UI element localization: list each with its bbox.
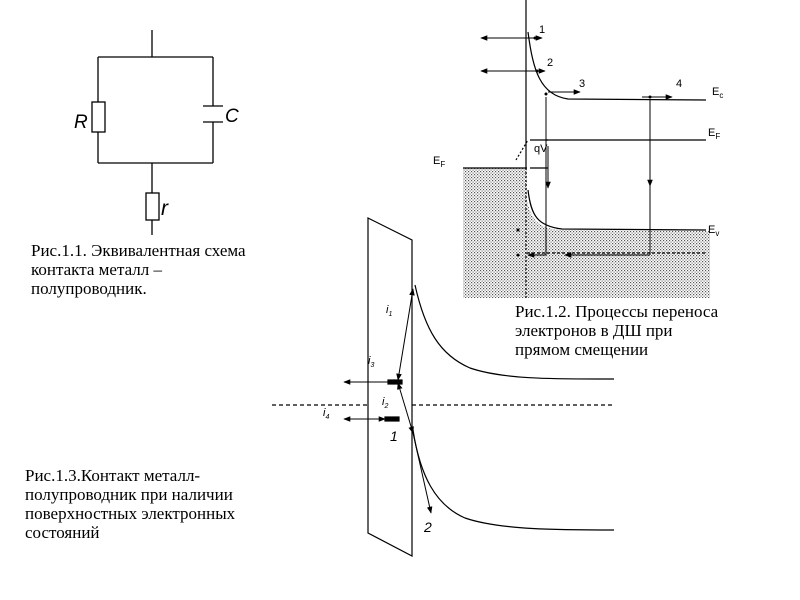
label-fig3-2: 2 — [423, 519, 432, 535]
caption-line: контакта металл – — [31, 260, 162, 279]
upper-band-curve — [414, 284, 615, 380]
metal-dotted-region — [463, 168, 527, 298]
label-i1: i1 — [386, 304, 392, 318]
valence-band-Ev — [527, 189, 707, 231]
caption-line: Рис.1.2. Процессы переноса — [515, 302, 719, 321]
marker-dot-1 — [533, 36, 537, 40]
surface-state-lower — [384, 416, 400, 422]
label-C: C — [225, 106, 239, 127]
conduction-band-Ec — [527, 31, 707, 101]
marker-dot-4 — [648, 95, 652, 99]
equivalent-circuit — [91, 30, 223, 235]
label-i4: i4 — [323, 407, 329, 421]
label-2: 2 — [547, 57, 553, 69]
caption-line: полупроводник. — [31, 279, 147, 298]
label-fig3-1: 1 — [390, 428, 398, 444]
marker-dot-3 — [544, 92, 548, 96]
label-ef-left: EF — [433, 155, 445, 169]
label-i3: i3 — [368, 355, 374, 369]
label-3: 3 — [579, 78, 585, 90]
caption-line: состояний — [25, 523, 100, 542]
lower-band-curve — [412, 429, 615, 531]
band-diagram — [463, 0, 710, 298]
label-qv: qV — [534, 143, 548, 155]
label-4: 4 — [676, 78, 682, 90]
marker-dot-2 — [535, 69, 539, 73]
surface-states-diagram — [272, 217, 615, 557]
caption-line: поверхностных электронных — [25, 504, 236, 523]
caption-line: Рис.1.3.Контакт металл- — [25, 466, 201, 485]
valence-dotted-region — [527, 200, 710, 298]
marker-dot-6 — [516, 253, 520, 257]
label-R: R — [74, 112, 88, 133]
label-r: r — [161, 197, 169, 220]
marker-dot-5 — [516, 228, 520, 232]
arrow-i1-up — [396, 288, 415, 381]
caption-line: полупроводник при наличии — [25, 485, 233, 504]
label-1: 1 — [539, 24, 545, 36]
resistor-r — [145, 192, 160, 221]
label-ec: Ec — [712, 86, 723, 100]
label-ef-right: EF — [708, 127, 720, 141]
caption-line: электронов в ДШ при — [515, 321, 673, 340]
label-ev: Ev — [708, 224, 719, 238]
label-i2: i2 — [382, 396, 388, 410]
caption-fig-1-2: Рис.1.2. Процессы переноса электронов в … — [515, 302, 718, 359]
caption-fig-1-3: Рис.1.3.Контакт металл- полупроводник пр… — [25, 466, 235, 542]
arrow-2-down — [412, 432, 433, 514]
resistor-R — [91, 101, 106, 133]
caption-line: Рис.1.1. Эквивалентная схема — [31, 241, 246, 260]
caption-line: прямом смещении — [515, 340, 649, 359]
interface-parallelogram — [367, 217, 413, 557]
caption-fig-1-1: Рис.1.1. Эквивалентная схема контакта ме… — [31, 241, 246, 298]
arrow-i2-down — [397, 382, 414, 434]
